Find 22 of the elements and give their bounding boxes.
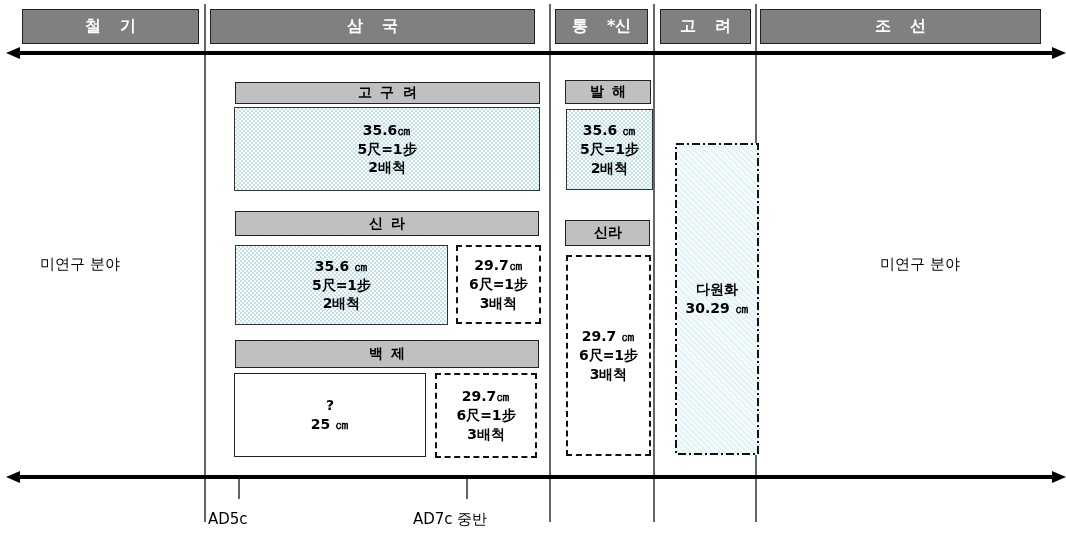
measure-box: 35.6 ㎝ 5尺=1步 2배척 xyxy=(235,245,448,325)
plain-text-note: 미연구 분야 xyxy=(880,255,960,274)
measure-box: 29.7 ㎝ 6尺=1步 3배척 xyxy=(566,255,651,456)
kingdom-header: 신 라 xyxy=(235,211,539,236)
measure-box: ? 25 ㎝ xyxy=(234,373,426,457)
period-header: 고 려 xyxy=(660,9,751,44)
measure-box: 다원화 30.29 ㎝ xyxy=(675,143,759,455)
measure-box: 35.6 ㎝ 5尺=1步 2배척 xyxy=(566,109,653,190)
measure-box: 35.6㎝ 5尺=1步 2배척 xyxy=(234,107,540,191)
kingdom-header: 신라 xyxy=(565,220,650,246)
kingdom-header: 백 제 xyxy=(235,340,539,368)
date-label: AD5c xyxy=(208,510,248,528)
kingdom-header: 발 해 xyxy=(565,80,651,104)
period-header: 철 기 xyxy=(22,9,199,44)
plain-text-note: 미연구 분야 xyxy=(40,255,120,274)
period-header: 조 선 xyxy=(760,9,1041,44)
kingdom-header: 고 구 려 xyxy=(235,82,540,104)
measure-box: 29.7㎝ 6尺=1步 3배척 xyxy=(456,245,541,324)
period-header: 삼 국 xyxy=(210,9,535,44)
measure-box: 29.7㎝ 6尺=1步 3배척 xyxy=(435,373,537,458)
period-header: 통 *신 xyxy=(555,9,648,44)
date-label: AD7c 중반 xyxy=(413,510,488,529)
